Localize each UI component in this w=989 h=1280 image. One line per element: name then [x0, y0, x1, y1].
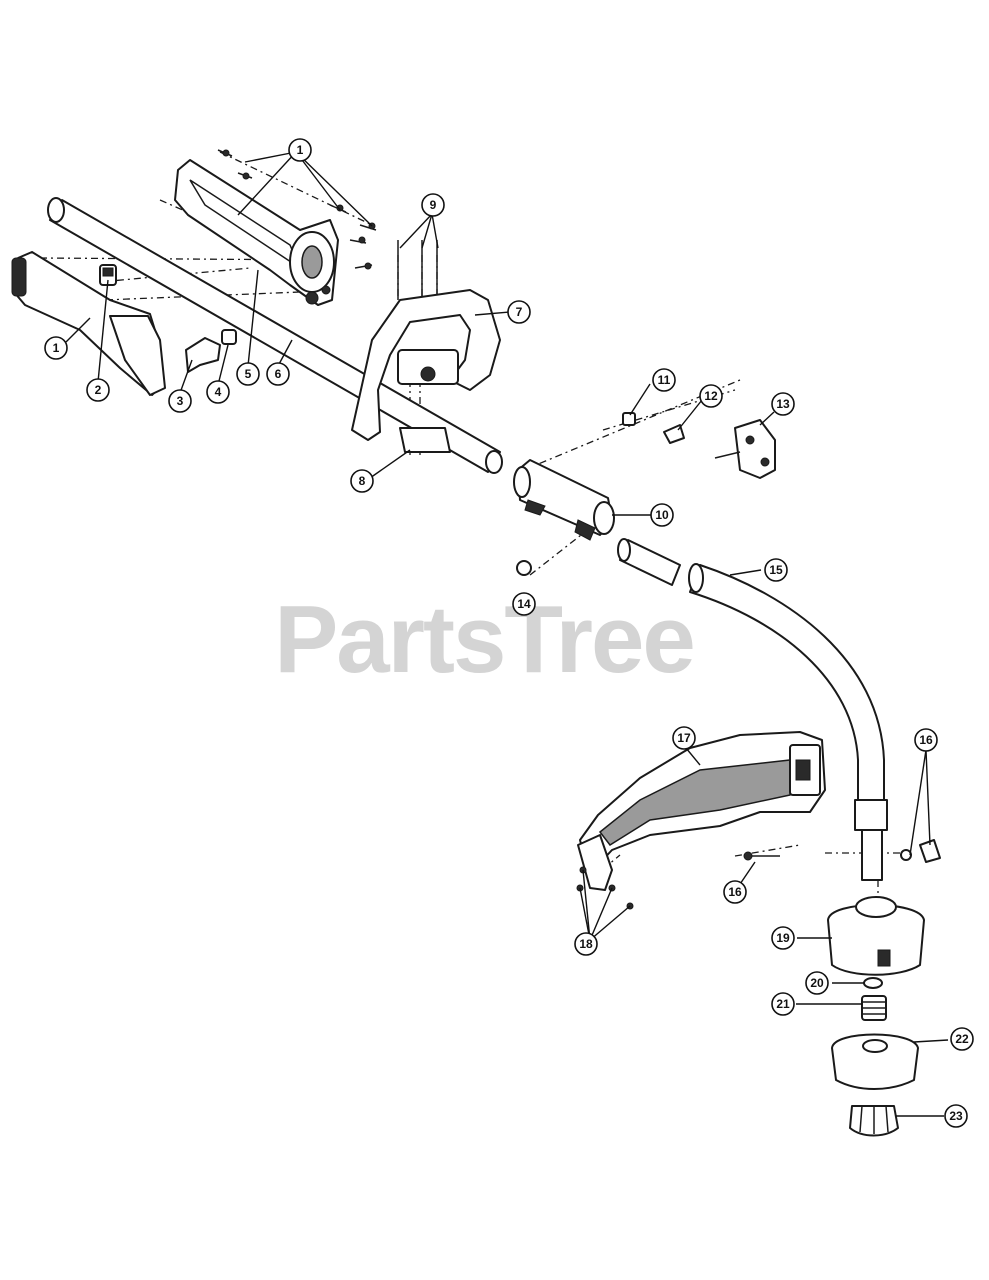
callout-20: 20	[805, 971, 829, 995]
callout-8: 8	[350, 469, 374, 493]
svg-text:17: 17	[677, 731, 691, 745]
callout-3: 3	[168, 389, 192, 413]
part-21-spring	[861, 995, 887, 1021]
svg-text:21: 21	[776, 997, 790, 1011]
part-17-guard	[577, 731, 826, 891]
part-1-grip	[11, 251, 166, 396]
svg-text:9: 9	[430, 198, 437, 212]
part-10-coupler	[513, 459, 615, 541]
insert-tube	[617, 538, 681, 586]
svg-text:10: 10	[655, 508, 669, 522]
callout-17: 17	[672, 726, 696, 750]
svg-text:2: 2	[95, 383, 102, 397]
svg-text:1: 1	[53, 341, 60, 355]
callout-18: 18	[574, 932, 598, 956]
svg-text:4: 4	[215, 385, 222, 399]
callout-13: 13	[771, 392, 795, 416]
callout-5: 5	[236, 362, 260, 386]
svg-text:7: 7	[516, 305, 523, 319]
part-16-screw	[743, 851, 780, 861]
svg-text:3: 3	[177, 394, 184, 408]
svg-text:22: 22	[955, 1032, 969, 1046]
svg-text:13: 13	[776, 397, 790, 411]
callout-12: 12	[699, 384, 723, 408]
part-16-clip	[900, 839, 941, 863]
svg-text:12: 12	[704, 389, 718, 403]
part-13-knob	[714, 419, 776, 479]
svg-text:23: 23	[949, 1109, 963, 1123]
svg-text:16: 16	[728, 885, 742, 899]
callout-4: 4	[206, 380, 230, 404]
callout-9: 9	[421, 193, 445, 217]
callout-2: 2	[86, 378, 110, 402]
callout-1-grip: 1	[44, 336, 68, 360]
leader-lines	[65, 151, 949, 1117]
callout-15: 15	[764, 558, 788, 582]
svg-text:19: 19	[776, 931, 790, 945]
part-3-trigger	[185, 337, 221, 373]
callout-11: 11	[652, 368, 676, 392]
part-14-nut	[516, 560, 532, 576]
part-20-washer	[863, 977, 883, 989]
callout-16-clip: 16	[914, 728, 938, 752]
part-15-curved-shaft	[688, 563, 888, 881]
svg-text:5: 5	[245, 367, 252, 381]
part-8-clamp	[399, 427, 451, 453]
part-23-bump-knob	[849, 1105, 899, 1137]
svg-text:15: 15	[769, 563, 783, 577]
part-1-screws	[217, 149, 377, 270]
part-4-spring	[221, 329, 237, 345]
svg-text:16: 16	[919, 733, 933, 747]
part-11-nut	[622, 412, 636, 426]
callout-10: 10	[650, 503, 674, 527]
svg-text:18: 18	[579, 937, 593, 951]
callout-6: 6	[266, 362, 290, 386]
svg-text:1: 1	[297, 143, 304, 157]
watermark-text: PartsTree	[274, 586, 694, 693]
svg-text:6: 6	[275, 367, 282, 381]
part-6-shaft	[47, 197, 503, 474]
part-22-spool	[831, 1033, 919, 1090]
svg-text:14: 14	[517, 597, 531, 611]
part-7-loop-handle	[351, 289, 501, 441]
callout-19: 19	[771, 926, 795, 950]
callout-21: 21	[771, 992, 795, 1016]
part-19-spool-housing	[827, 896, 925, 976]
svg-text:11: 11	[658, 373, 671, 387]
callout-14: 14	[512, 592, 536, 616]
callout-16-screw: 16	[723, 880, 747, 904]
callout-22: 22	[950, 1027, 974, 1051]
part-5-housing	[174, 159, 339, 306]
svg-text:20: 20	[810, 976, 824, 990]
part-12-bolt	[663, 424, 685, 444]
callout-7: 7	[507, 300, 531, 324]
callout-23: 23	[944, 1104, 968, 1128]
part-9-screws	[397, 240, 438, 300]
svg-text:8: 8	[359, 474, 366, 488]
callout-1-top: 1	[288, 138, 312, 162]
